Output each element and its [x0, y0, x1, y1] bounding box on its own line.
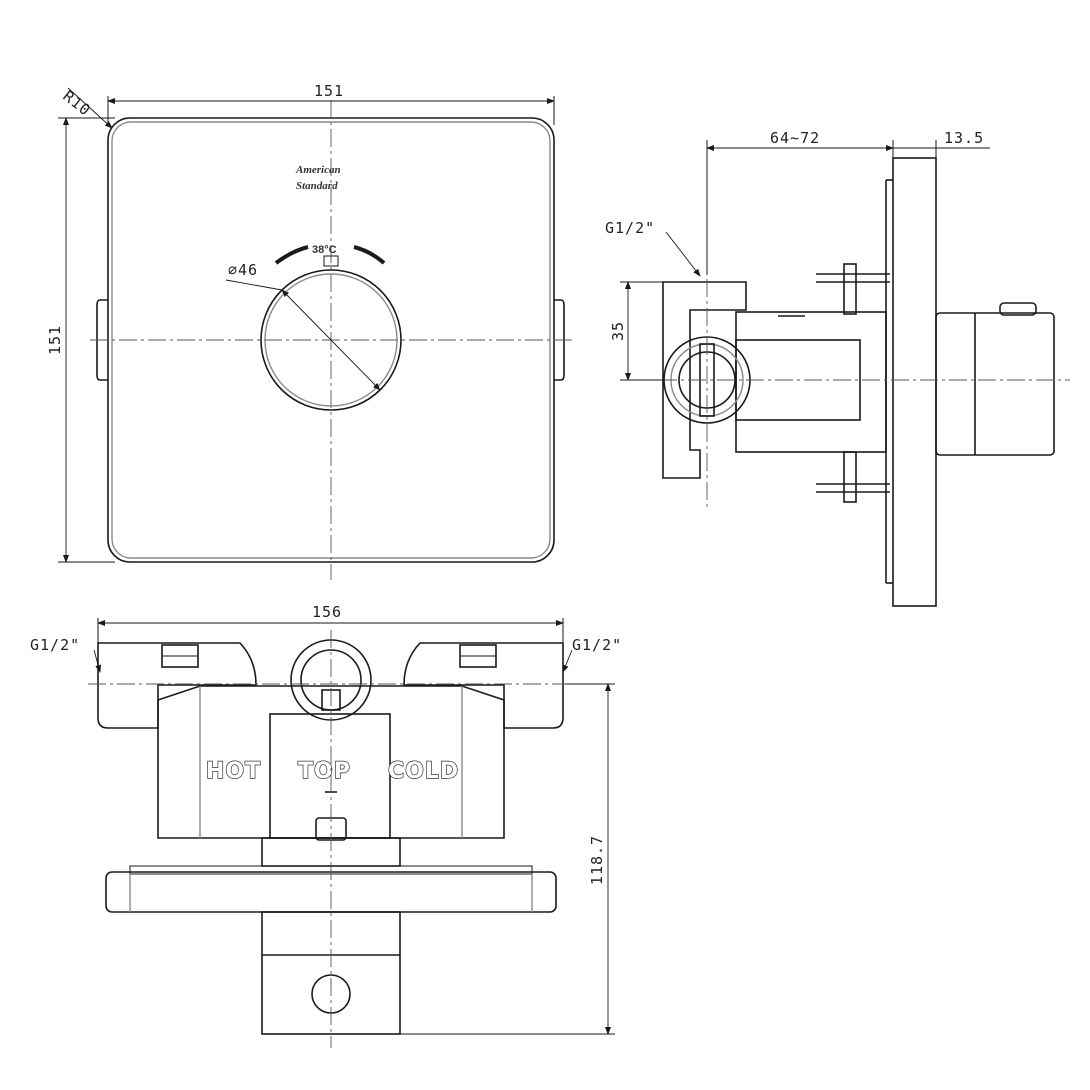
side-handle-indicator: [999, 302, 1037, 316]
knob-diameter-label: ∅46: [228, 261, 258, 279]
temperature-arc-left: [274, 245, 309, 265]
inlet-dim-label: 35: [609, 321, 627, 341]
radius-leader: [67, 87, 113, 129]
thread-left-label: G1/2": [30, 636, 80, 654]
thread-left-leader: [93, 649, 102, 673]
thermostat-knob-rim: [264, 273, 398, 407]
temperature-mark: 38°C: [312, 244, 337, 256]
thermostat-knob: [260, 269, 402, 411]
bottom-handle: [261, 911, 401, 1035]
cold-label: COLD: [388, 759, 459, 784]
side-screw-top: [816, 263, 890, 315]
temperature-pointer: [323, 255, 339, 267]
side-view: 64~72 13.5 G1/2" 35: [605, 129, 1070, 607]
side-valve-body: [735, 311, 887, 453]
top-label: TOP: [298, 759, 351, 784]
side-mount-bracket: [662, 281, 747, 479]
depth-dim-label: 64~72: [770, 129, 820, 147]
temperature-arc-right: [353, 245, 386, 265]
brand-line-1: American: [295, 164, 341, 176]
side-thread-label: G1/2": [605, 219, 655, 237]
side-screw-bottom: [816, 451, 890, 503]
thread-right-leader: [562, 649, 573, 673]
front-view: American Standard 38°C ∅46 151 R10 151: [46, 82, 574, 580]
radius-label: R10: [60, 87, 95, 120]
side-handle-body: [935, 312, 1055, 456]
knob-diameter-line: [281, 289, 381, 391]
knob-diameter-leader: [225, 279, 283, 291]
hot-label: HOT: [206, 759, 261, 784]
bottom-view: HOT TOP COLD 156 G1/2" G1/2" 118.7: [30, 603, 622, 1048]
width-dim-label: 151: [314, 82, 344, 100]
brand-line-2: Standard: [296, 180, 338, 192]
thread-right-label: G1/2": [572, 636, 622, 654]
side-valve-core: [735, 339, 861, 421]
brand-logo: American Standard: [295, 164, 341, 192]
bottom-width-dim-label: 156: [312, 603, 342, 621]
height-dim-label: 151: [46, 325, 64, 355]
side-cover-plate: [892, 157, 937, 607]
side-thread-leader: [665, 231, 701, 277]
plate-dim-label: 13.5: [944, 129, 984, 147]
bottom-height-dim-label: 118.7: [588, 835, 606, 885]
